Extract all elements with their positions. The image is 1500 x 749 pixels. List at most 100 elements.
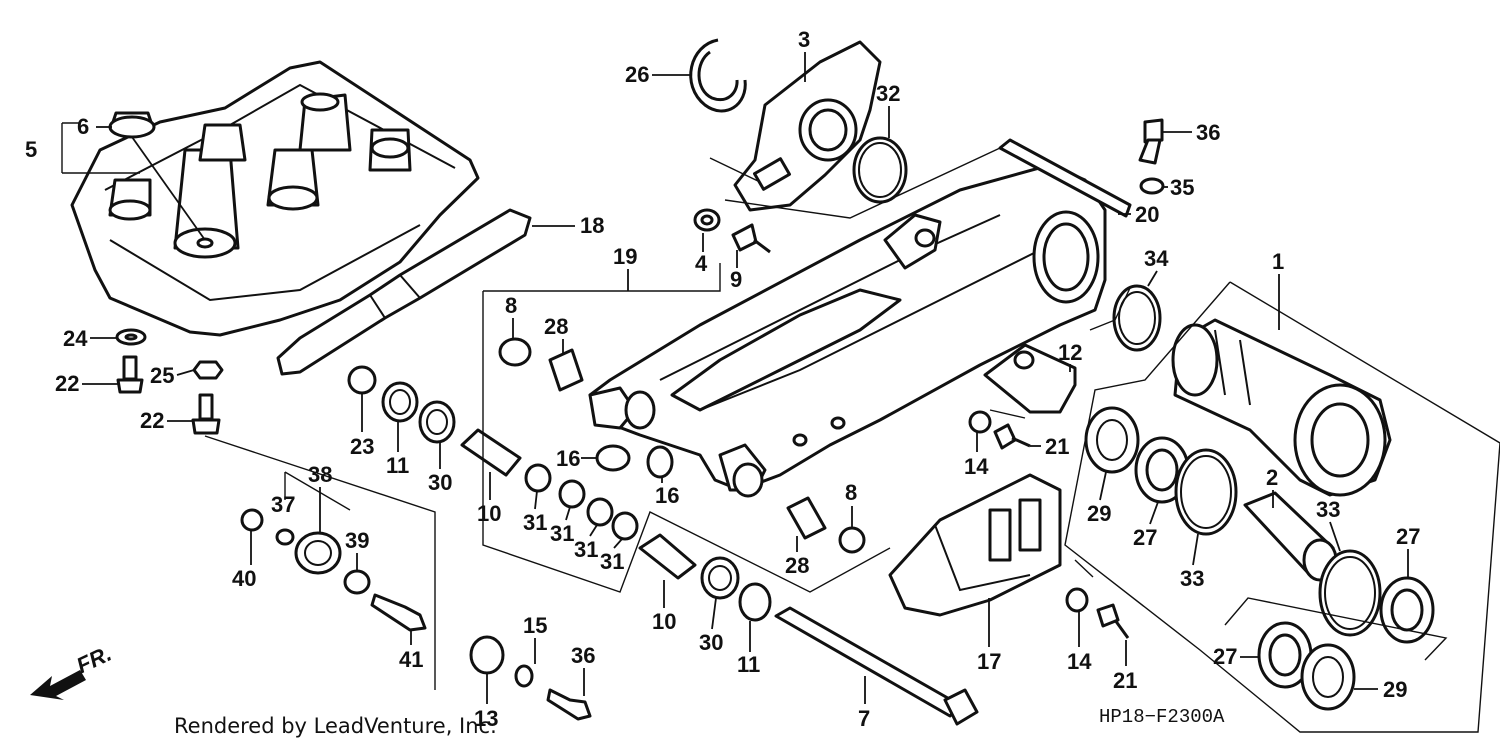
washer-35[interactable] (1139, 177, 1165, 195)
washer-24[interactable] (115, 328, 147, 346)
callout-16b: 16 (655, 483, 679, 508)
callout-35: 35 (1170, 175, 1194, 200)
render-credit: Rendered by LeadVenture, Inc. (174, 714, 497, 738)
collar-14a[interactable] (968, 410, 992, 434)
seal-29a[interactable] (1084, 406, 1140, 474)
callout-9: 9 (730, 267, 742, 292)
callout-39: 39 (345, 528, 369, 553)
collar-13[interactable] (469, 635, 505, 675)
callout-15: 15 (523, 613, 547, 638)
callout-10b: 10 (652, 609, 676, 634)
collar-11a[interactable] (381, 381, 419, 423)
o-ring-33a[interactable] (1174, 448, 1238, 536)
needle-bearing-31d[interactable] (611, 511, 639, 541)
o-ring-33b[interactable] (1318, 549, 1382, 637)
callout-3: 3 (798, 27, 810, 52)
callout-27a: 27 (1133, 525, 1157, 550)
chain-guide-plate[interactable] (998, 138, 1132, 218)
pin-37[interactable] (275, 528, 295, 546)
dust-seal-8b[interactable] (838, 526, 866, 554)
callout-7: 7 (858, 706, 870, 731)
callout-6: 6 (77, 114, 89, 139)
bolt-9[interactable] (731, 223, 771, 254)
callout-17: 17 (977, 649, 1001, 674)
bolt-22a[interactable] (116, 355, 144, 394)
callout-13: 13 (474, 706, 498, 731)
callout-11a: 11 (386, 453, 409, 478)
callout-11b: 11 (737, 652, 760, 677)
cap-23[interactable] (347, 365, 377, 395)
callout-36b: 36 (571, 643, 595, 668)
cap-16a[interactable] (595, 444, 631, 472)
needle-bearing-31b[interactable] (558, 479, 586, 509)
washer-40[interactable] (240, 508, 264, 532)
callout-22b: 22 (140, 408, 164, 433)
eccentric-hub[interactable] (1171, 318, 1392, 497)
callout-28b: 28 (785, 553, 809, 578)
callout-22a: 22 (55, 371, 79, 396)
pivot-collar-10a[interactable] (460, 428, 522, 477)
diagram-code: HP18−F2300A (1099, 706, 1225, 728)
callout-18: 18 (580, 213, 604, 238)
callout-28a: 28 (544, 314, 568, 339)
collar-11b[interactable] (738, 582, 772, 622)
bolt-41[interactable] (370, 593, 427, 632)
skid-plate[interactable] (70, 60, 480, 337)
seal-29b[interactable] (1300, 643, 1356, 711)
bearing-30a[interactable] (418, 400, 456, 444)
bolt-21b[interactable] (1096, 603, 1130, 639)
rubber-mount[interactable] (108, 111, 156, 139)
pivot-collar-10b[interactable] (638, 533, 697, 580)
callout-20: 20 (1135, 202, 1159, 227)
bolt-36b[interactable] (546, 688, 592, 721)
chain-guard-bracket[interactable] (983, 343, 1077, 414)
callout-21b: 21 (1113, 668, 1137, 693)
front-direction-arrow: FR. (30, 641, 115, 700)
cap-16b[interactable] (646, 445, 674, 479)
bushing-28b[interactable] (786, 496, 827, 540)
bushing-28a[interactable] (548, 348, 584, 392)
callout-40: 40 (232, 566, 256, 591)
collar-15[interactable] (514, 664, 534, 688)
bolt-22b[interactable] (191, 393, 221, 435)
callout-31b: 31 (550, 521, 574, 546)
roller-38[interactable] (294, 531, 342, 575)
callout-31c: 31 (574, 537, 598, 562)
bearing-39[interactable] (343, 569, 371, 595)
callout-8a: 8 (505, 293, 517, 318)
circlip[interactable] (689, 38, 747, 113)
chain-guide[interactable] (888, 473, 1062, 617)
needle-bearing-31a[interactable] (524, 463, 552, 493)
callout-37: 37 (271, 492, 295, 517)
callout-29b: 29 (1383, 677, 1407, 702)
swingarm[interactable] (588, 163, 1107, 498)
bearing-27b[interactable] (1379, 576, 1435, 644)
callout-38: 38 (308, 462, 332, 487)
callout-30b: 30 (699, 630, 723, 655)
chain-slider[interactable] (276, 208, 532, 376)
dust-seal-8a[interactable] (498, 337, 532, 367)
callout-14b: 14 (1067, 649, 1092, 674)
caliper-bracket[interactable] (733, 40, 882, 212)
callout-26: 26 (625, 62, 649, 87)
collar-14b[interactable] (1065, 587, 1089, 613)
callout-10a: 10 (477, 501, 501, 526)
callout-19: 19 (613, 244, 637, 269)
bolt-36a[interactable] (1138, 118, 1164, 165)
collar-4[interactable] (693, 208, 721, 232)
callout-25: 25 (150, 363, 174, 388)
o-ring-34[interactable] (1112, 284, 1162, 352)
arrow-icon (30, 670, 86, 700)
callout-34: 34 (1144, 246, 1169, 271)
nut-25[interactable] (192, 360, 224, 380)
pivot-bolt[interactable] (774, 606, 979, 726)
bearing-30b[interactable] (700, 556, 740, 600)
callout-30a: 30 (428, 470, 452, 495)
callout-41: 41 (399, 647, 423, 672)
o-ring-32[interactable] (852, 136, 908, 204)
callout-23: 23 (350, 434, 374, 459)
needle-bearing-31c[interactable] (586, 497, 614, 527)
callout-27c: 27 (1213, 644, 1237, 669)
bolt-21a[interactable] (993, 423, 1031, 450)
